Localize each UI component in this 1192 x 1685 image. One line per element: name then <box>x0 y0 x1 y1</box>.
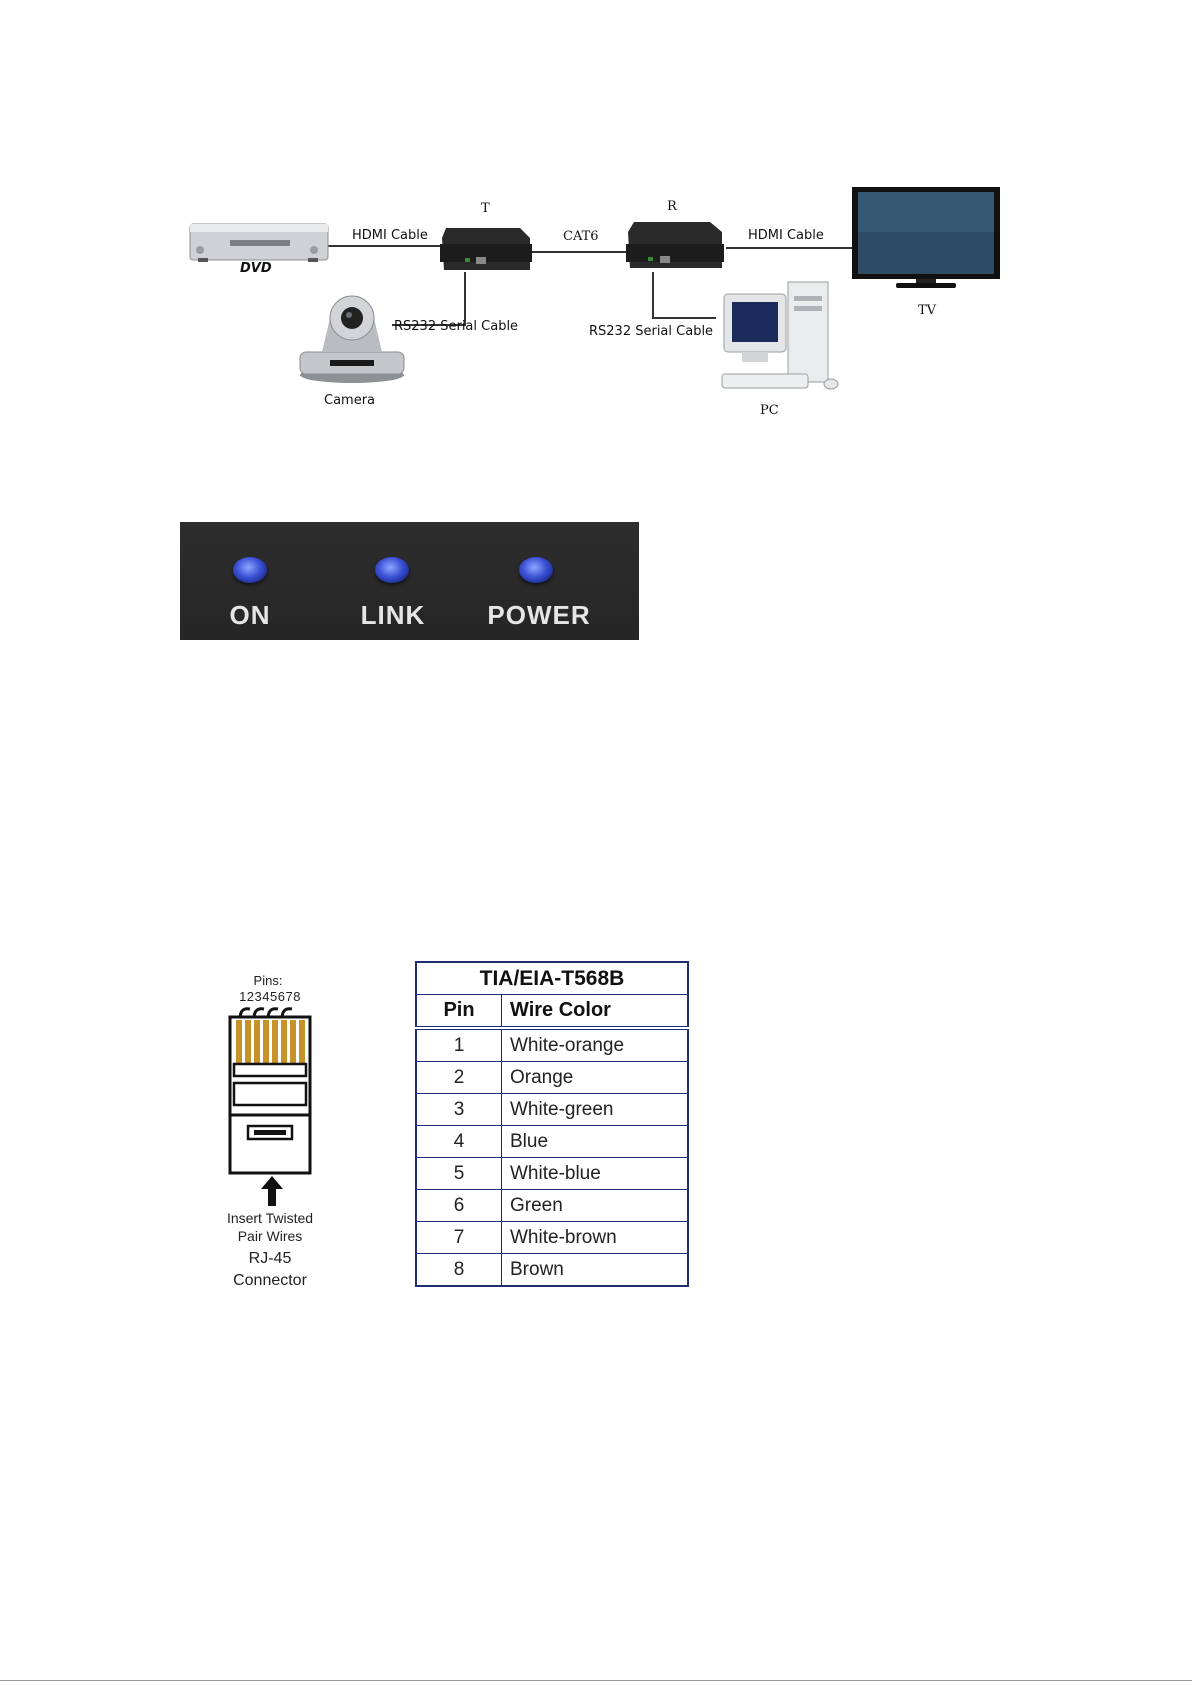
wire-color-cell: White-green <box>502 1094 689 1126</box>
insert-arrow-icon <box>261 1176 283 1206</box>
table-row: 7 White-brown <box>416 1222 688 1254</box>
dvd-player-image <box>190 224 328 262</box>
transmitter-device-image <box>440 228 532 270</box>
wire-color-cell: White-orange <box>502 1028 689 1062</box>
pins-label: Pins: <box>254 973 283 988</box>
wire-color-cell: Brown <box>502 1254 689 1287</box>
pin-cell: 8 <box>416 1254 502 1287</box>
on-led-indicator <box>233 557 267 583</box>
led-indicator-panel: ON LINK POWER <box>180 522 639 640</box>
wire-color-cell: Orange <box>502 1062 689 1094</box>
table-row: 8 Brown <box>416 1254 688 1287</box>
pin-cell: 4 <box>416 1126 502 1158</box>
table-row: 4 Blue <box>416 1126 688 1158</box>
pin-cell: 5 <box>416 1158 502 1190</box>
rj45-connector-image <box>220 1003 320 1175</box>
on-label: ON <box>230 600 271 631</box>
table-row: 1 White-orange <box>416 1028 688 1062</box>
connector-name-label: Connector <box>233 1272 307 1290</box>
t568b-wiring-table: TIA/EIA-T568B Pin Wire Color 1 White-ora… <box>415 961 689 1287</box>
receiver-device-image <box>626 222 724 268</box>
camera-label: Camera <box>324 393 375 408</box>
cat6-label: CAT6 <box>563 229 599 244</box>
pc-label: PC <box>760 403 779 418</box>
tv-label: TV <box>918 303 937 318</box>
rs232-right-label: RS232 Serial Cable <box>589 324 713 339</box>
table-row: 2 Orange <box>416 1062 688 1094</box>
rs232-left-label: RS232 Serial Cable <box>394 319 518 334</box>
page-bottom-rule <box>0 1680 1192 1681</box>
hdmi-cable-left-label: HDMI Cable <box>352 228 428 243</box>
pair-wires-label: Pair Wires <box>238 1228 303 1244</box>
pin-cell: 2 <box>416 1062 502 1094</box>
wire-color-column-header: Wire Color <box>502 995 689 1029</box>
pin-cell: 7 <box>416 1222 502 1254</box>
table-row: 5 White-blue <box>416 1158 688 1190</box>
insert-twisted-label: Insert Twisted <box>227 1210 313 1226</box>
power-label: POWER <box>487 600 590 631</box>
rj45-name-label: RJ-45 <box>249 1250 292 1268</box>
rs232-left-line <box>392 272 465 325</box>
table-title: TIA/EIA-T568B <box>416 962 688 995</box>
pin-numbers-label: 12345678 <box>239 989 301 1004</box>
wire-color-cell: Green <box>502 1190 689 1222</box>
dvd-label: DVD <box>240 261 272 276</box>
wire-color-cell: White-blue <box>502 1158 689 1190</box>
connection-diagram: DVD T R Camera <box>0 0 1192 440</box>
pc-image <box>722 282 838 389</box>
link-label: LINK <box>361 600 426 631</box>
table-row: 3 White-green <box>416 1094 688 1126</box>
pin-cell: 1 <box>416 1028 502 1062</box>
pin-cell: 6 <box>416 1190 502 1222</box>
rs232-right-line <box>653 272 716 318</box>
table-row: 6 Green <box>416 1190 688 1222</box>
pin-column-header: Pin <box>416 995 502 1029</box>
tv-image <box>852 187 1000 288</box>
camera-image <box>300 296 404 383</box>
link-led-indicator <box>375 557 409 583</box>
transmitter-label: T <box>481 201 490 216</box>
power-led-indicator <box>519 557 553 583</box>
wire-color-cell: White-brown <box>502 1222 689 1254</box>
hdmi-cable-right-label: HDMI Cable <box>748 228 824 243</box>
pin-cell: 3 <box>416 1094 502 1126</box>
wire-color-cell: Blue <box>502 1126 689 1158</box>
receiver-label: R <box>667 199 678 214</box>
